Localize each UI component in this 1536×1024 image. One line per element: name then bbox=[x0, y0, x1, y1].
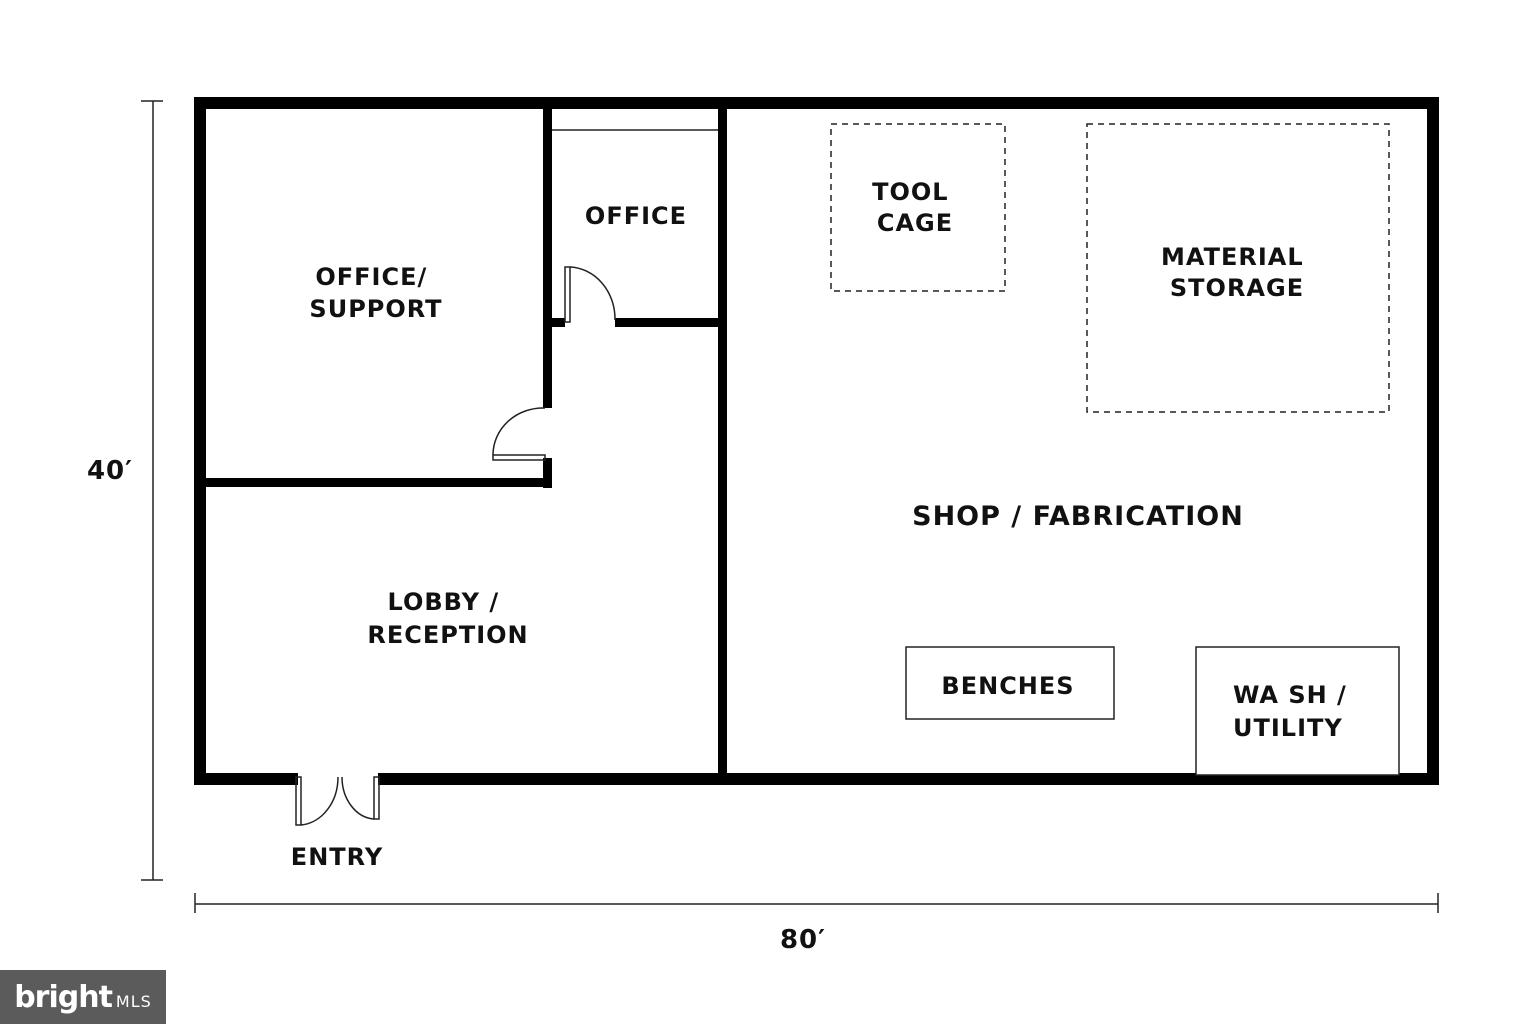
tool-cage-zone bbox=[830, 123, 1006, 292]
height-dimension-line bbox=[141, 100, 163, 881]
office-support-label: OFFICE/ SUPPORT bbox=[309, 263, 442, 323]
tool-cage-label: TOOL CAGE bbox=[872, 178, 958, 237]
shop-fabrication-label: SHOP / FABRICATION bbox=[912, 501, 1244, 532]
entry-label: ENTRY bbox=[291, 843, 383, 871]
width-dimension-line bbox=[194, 893, 1439, 913]
outer-wall-bottom-left bbox=[194, 773, 298, 785]
height-dimension-label: 40′ bbox=[87, 456, 133, 486]
outer-wall-left bbox=[194, 97, 206, 785]
wash-utility-label: WA SH / UTILITY bbox=[1233, 681, 1356, 742]
outer-wall-right bbox=[1427, 97, 1439, 785]
watermark-suffix: MLS bbox=[115, 991, 152, 1011]
material-storage-label: MATERIAL STORAGE bbox=[1161, 243, 1313, 302]
watermark-brand: bright bbox=[14, 979, 113, 1015]
wall-office-support-right-lower bbox=[543, 458, 552, 488]
bright-mls-watermark: bright MLS bbox=[0, 970, 166, 1024]
office-support-door bbox=[492, 407, 546, 461]
material-storage-zone bbox=[1086, 123, 1390, 413]
width-dimension-label: 80′ bbox=[780, 925, 826, 955]
benches-box bbox=[905, 646, 1115, 720]
entry-door bbox=[295, 776, 380, 826]
office-label: OFFICE bbox=[585, 202, 687, 230]
outer-wall-top bbox=[194, 97, 1439, 109]
wash-utility-box bbox=[1195, 646, 1400, 776]
lobby-reception-label: LOBBY / RECEPTION bbox=[367, 588, 528, 649]
wall-office-bottom-left bbox=[548, 318, 565, 327]
outer-wall-bottom-right bbox=[378, 773, 1439, 785]
office-door bbox=[564, 266, 616, 323]
wall-office-support-right bbox=[543, 103, 552, 408]
benches-label: BENCHES bbox=[941, 672, 1074, 700]
wall-office-support-bottom bbox=[200, 478, 552, 487]
wall-shop-divider bbox=[718, 103, 727, 779]
wall-office-bottom-right bbox=[615, 318, 723, 327]
